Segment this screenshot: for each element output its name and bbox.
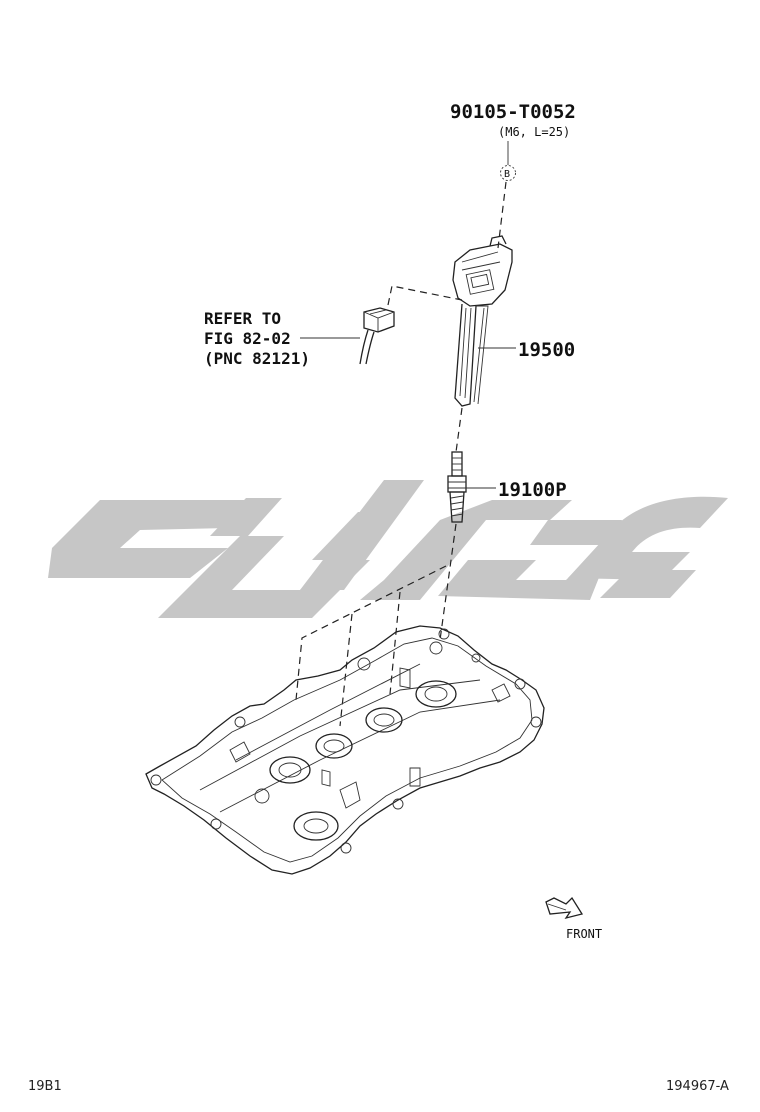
refer-line-2: FIG 82-02 xyxy=(204,329,291,348)
bolt-part-number: 90105-T0052 xyxy=(450,101,576,123)
coil-part-number: 19500 xyxy=(518,339,575,361)
connector-icon xyxy=(359,307,395,365)
bolt-spec: (M6, L=25) xyxy=(498,125,570,139)
front-arrow-icon xyxy=(545,896,584,920)
cylinder-head-cover-icon xyxy=(145,625,545,875)
footer-right-code: 194967-A xyxy=(666,1079,729,1094)
refer-line-3: (PNC 82121) xyxy=(204,349,310,368)
spark-plug-icon xyxy=(447,451,467,523)
ignition-coil-icon xyxy=(452,235,513,407)
watermark-logo xyxy=(48,480,728,618)
bolt-marker-icon: B xyxy=(500,165,516,181)
bolt-marker-letter: B xyxy=(504,169,510,180)
footer-left-code: 19B1 xyxy=(28,1079,62,1094)
alignment-guides xyxy=(295,565,447,727)
front-label: FRONT xyxy=(566,927,602,941)
plug-part-number: 19100P xyxy=(498,479,567,501)
refer-line-1: REFER TO xyxy=(204,309,281,328)
